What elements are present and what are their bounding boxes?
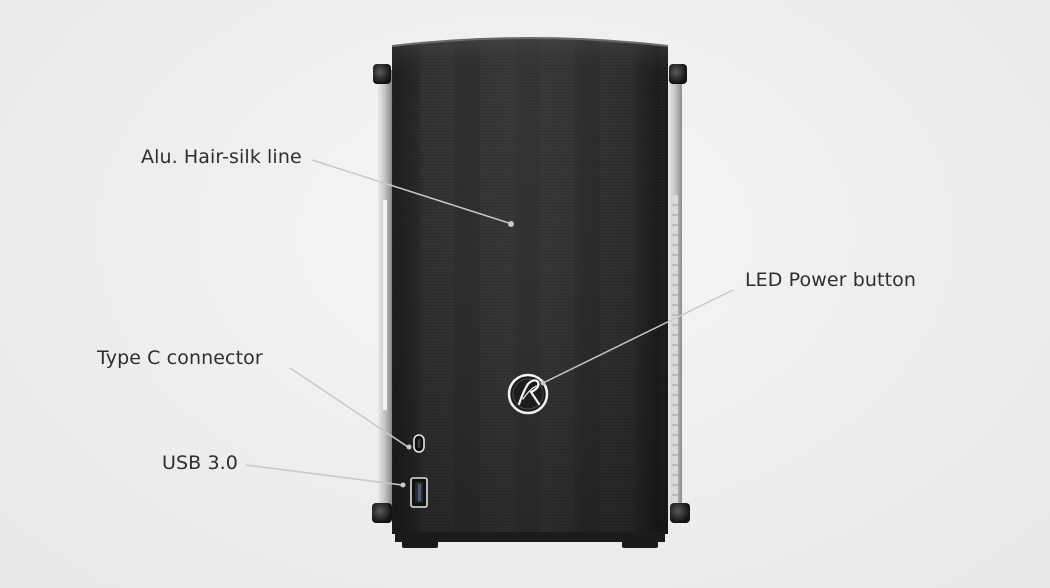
callout-usb-label: USB 3.0 xyxy=(162,452,238,474)
leader-dot-typec xyxy=(406,444,412,450)
leader-line-power xyxy=(544,289,734,383)
leader-dots xyxy=(400,221,546,488)
right-side-rail xyxy=(668,70,682,520)
callout-type-c-label: Type C connector xyxy=(97,347,263,369)
leader-line-usb xyxy=(245,464,403,486)
case-base xyxy=(395,532,665,548)
leader-dot-hairline xyxy=(508,221,514,227)
corner-standoffs xyxy=(372,64,690,523)
callout-power-button-label: LED Power button xyxy=(745,269,917,291)
leader-line-typec xyxy=(289,367,409,448)
type-c-port[interactable] xyxy=(413,434,425,453)
leader-dot-power xyxy=(540,380,546,386)
led-power-button[interactable] xyxy=(507,373,549,415)
usb-3-port[interactable] xyxy=(410,477,428,508)
leader-dot-usb xyxy=(400,482,406,488)
callout-hairline-label: Alu. Hair-silk line xyxy=(141,146,302,168)
left-side-rail xyxy=(378,70,392,520)
leader-lines xyxy=(245,159,734,486)
r-emblem-power-icon xyxy=(517,379,541,406)
front-panel xyxy=(391,37,669,534)
leader-line-hairline xyxy=(311,159,510,224)
